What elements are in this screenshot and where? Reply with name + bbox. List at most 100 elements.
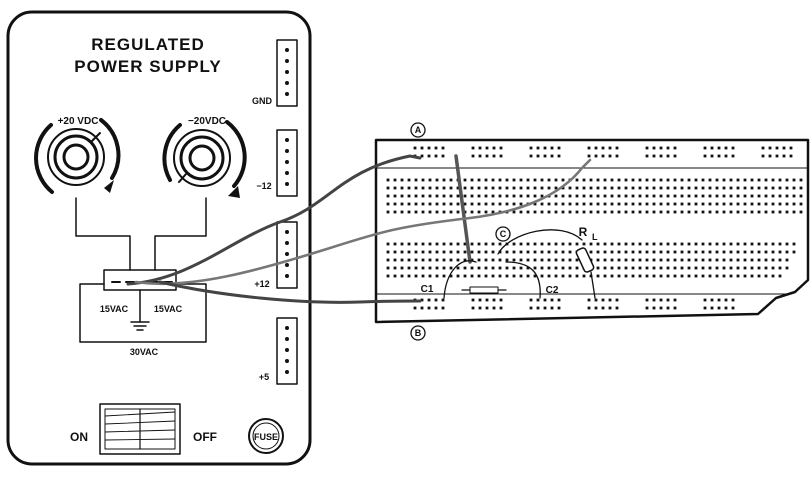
breadboard-hole[interactable] <box>715 202 719 206</box>
breadboard-hole[interactable] <box>540 258 544 262</box>
breadboard-hole[interactable] <box>400 202 404 206</box>
breadboard-hole[interactable] <box>386 210 390 214</box>
breadboard-hole[interactable] <box>456 250 460 254</box>
breadboard-hole[interactable] <box>561 250 565 254</box>
breadboard-hole[interactable] <box>610 250 614 254</box>
breadboard-hole[interactable] <box>505 258 509 262</box>
breadboard-hole[interactable] <box>680 266 684 270</box>
breadboard-hole[interactable] <box>659 306 663 310</box>
breadboard-hole[interactable] <box>624 194 628 198</box>
breadboard-hole[interactable] <box>400 178 404 182</box>
breadboard-hole[interactable] <box>757 210 761 214</box>
breadboard-hole[interactable] <box>421 274 425 278</box>
breadboard-hole[interactable] <box>673 242 677 246</box>
breadboard-hole[interactable] <box>792 202 796 206</box>
breadboard-hole[interactable] <box>477 194 481 198</box>
breadboard-hole[interactable] <box>785 210 789 214</box>
breadboard-hole[interactable] <box>724 154 728 158</box>
breadboard-hole[interactable] <box>645 298 649 302</box>
breadboard-hole[interactable] <box>659 186 663 190</box>
breadboard-hole[interactable] <box>587 154 591 158</box>
breadboard-hole[interactable] <box>694 242 698 246</box>
breadboard-hole[interactable] <box>421 202 425 206</box>
breadboard-hole[interactable] <box>498 242 502 246</box>
breadboard-hole[interactable] <box>645 146 649 150</box>
breadboard-hole[interactable] <box>694 210 698 214</box>
breadboard-hole[interactable] <box>428 250 432 254</box>
breadboard-hole[interactable] <box>414 194 418 198</box>
breadboard-hole[interactable] <box>568 194 572 198</box>
breadboard-hole[interactable] <box>703 154 707 158</box>
breadboard-hole[interactable] <box>435 242 439 246</box>
breadboard-hole[interactable] <box>624 178 628 182</box>
breadboard-hole[interactable] <box>540 210 544 214</box>
breadboard-hole[interactable] <box>512 266 516 270</box>
breadboard-hole[interactable] <box>596 266 600 270</box>
breadboard-hole[interactable] <box>680 250 684 254</box>
breadboard-hole[interactable] <box>608 146 612 150</box>
breadboard-hole[interactable] <box>687 274 691 278</box>
breadboard-hole[interactable] <box>421 178 425 182</box>
breadboard-hole[interactable] <box>729 194 733 198</box>
breadboard-hole[interactable] <box>533 242 537 246</box>
breadboard-hole[interactable] <box>750 194 754 198</box>
breadboard-hole[interactable] <box>722 250 726 254</box>
breadboard-hole[interactable] <box>499 146 503 150</box>
breadboard-hole[interactable] <box>441 146 445 150</box>
breadboard-hole[interactable] <box>617 210 621 214</box>
breadboard-hole[interactable] <box>778 274 782 278</box>
breadboard-hole[interactable] <box>463 186 467 190</box>
breadboard-hole[interactable] <box>673 194 677 198</box>
breadboard-hole[interactable] <box>414 266 418 270</box>
breadboard-hole[interactable] <box>512 258 516 262</box>
breadboard-hole[interactable] <box>554 258 558 262</box>
breadboard-hole[interactable] <box>456 194 460 198</box>
breadboard-hole[interactable] <box>680 242 684 246</box>
breadboard-hole[interactable] <box>393 266 397 270</box>
breadboard-hole[interactable] <box>729 178 733 182</box>
breadboard-hole[interactable] <box>715 266 719 270</box>
breadboard-hole[interactable] <box>694 202 698 206</box>
breadboard-hole[interactable] <box>715 194 719 198</box>
breadboard-hole[interactable] <box>533 258 537 262</box>
breadboard-hole[interactable] <box>659 210 663 214</box>
breadboard-hole[interactable] <box>568 202 572 206</box>
breadboard-hole[interactable] <box>708 178 712 182</box>
breadboard-hole[interactable] <box>557 298 561 302</box>
breadboard-hole[interactable] <box>413 306 417 310</box>
breadboard-hole[interactable] <box>785 178 789 182</box>
breadboard-hole[interactable] <box>778 194 782 198</box>
breadboard-hole[interactable] <box>492 154 496 158</box>
breadboard-hole[interactable] <box>470 194 474 198</box>
breadboard-hole[interactable] <box>603 274 607 278</box>
breadboard-hole[interactable] <box>485 306 489 310</box>
breadboard-hole[interactable] <box>680 258 684 262</box>
breadboard-hole[interactable] <box>547 250 551 254</box>
breadboard-hole[interactable] <box>428 210 432 214</box>
negative-voltage-knob[interactable] <box>162 120 247 198</box>
breadboard-hole[interactable] <box>478 154 482 158</box>
breadboard-hole[interactable] <box>701 186 705 190</box>
breadboard-hole[interactable] <box>442 178 446 182</box>
breadboard-hole[interactable] <box>470 250 474 254</box>
breadboard-hole[interactable] <box>435 266 439 270</box>
breadboard-hole[interactable] <box>764 186 768 190</box>
breadboard-hole[interactable] <box>645 202 649 206</box>
breadboard-hole[interactable] <box>471 298 475 302</box>
breadboard-hole[interactable] <box>701 242 705 246</box>
breadboard-hole[interactable] <box>498 186 502 190</box>
breadboard-hole[interactable] <box>608 298 612 302</box>
breadboard-hole[interactable] <box>533 274 537 278</box>
terminal-strip-plus5[interactable] <box>276 317 298 385</box>
breadboard-hole[interactable] <box>557 154 561 158</box>
breadboard-hole[interactable] <box>498 202 502 206</box>
breadboard-hole[interactable] <box>589 242 593 246</box>
breadboard-hole[interactable] <box>533 186 537 190</box>
breadboard-hole[interactable] <box>694 258 698 262</box>
breadboard-hole[interactable] <box>771 210 775 214</box>
breadboard-hole[interactable] <box>722 186 726 190</box>
breadboard-hole[interactable] <box>785 250 789 254</box>
breadboard-hole[interactable] <box>652 266 656 270</box>
breadboard-hole[interactable] <box>687 266 691 270</box>
breadboard-hole[interactable] <box>617 194 621 198</box>
